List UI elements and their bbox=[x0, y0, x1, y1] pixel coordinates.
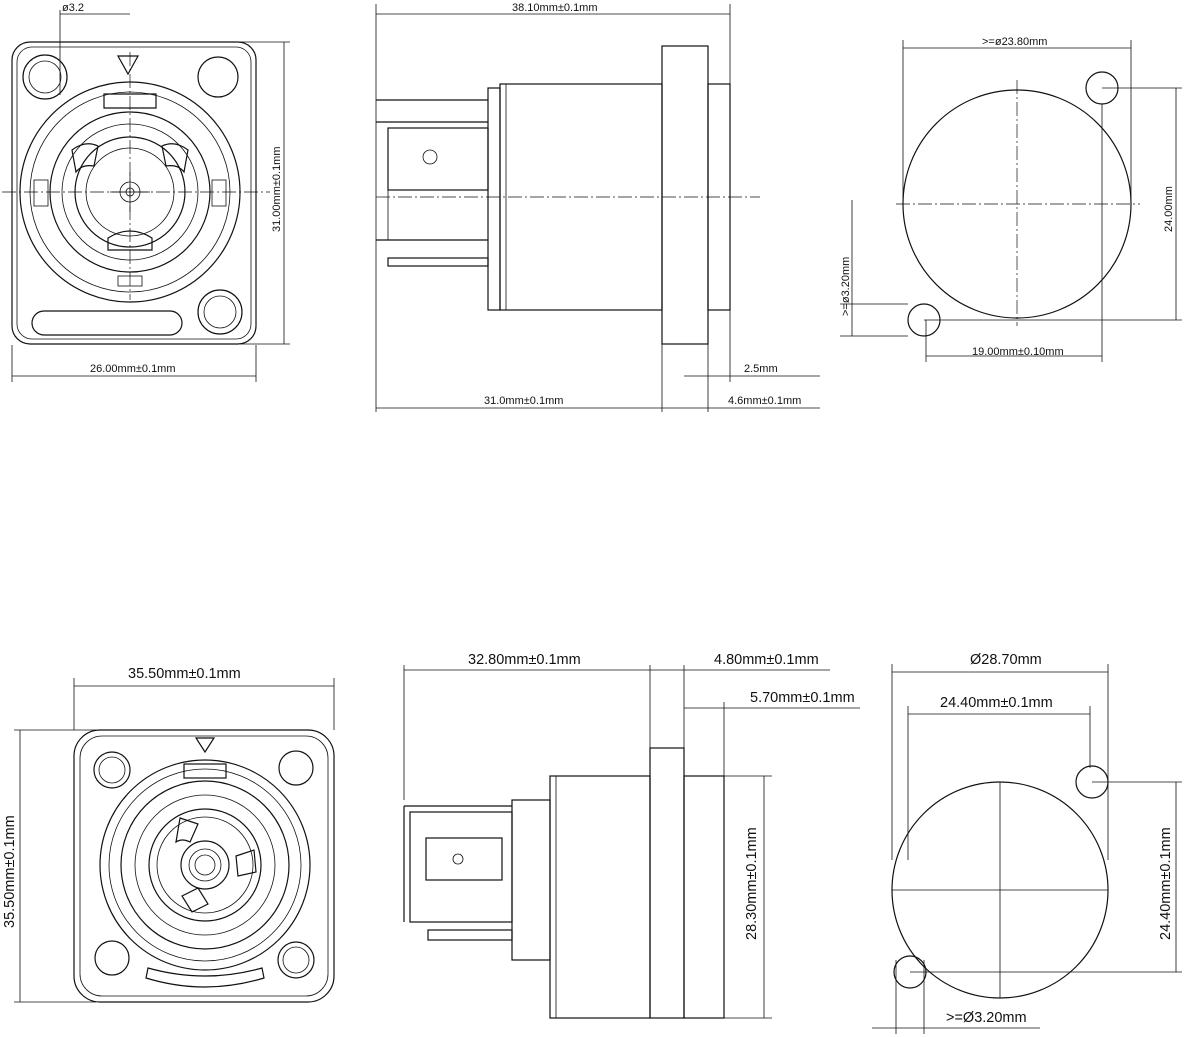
set2-front-dims bbox=[14, 678, 335, 1003]
set1-side-body-length-label: 31.0mm±0.1mm bbox=[484, 395, 563, 407]
set1-front-width-label: 26.00mm±0.1mm bbox=[90, 363, 176, 375]
set1-side-protrusion-label: 2.5mm bbox=[744, 363, 778, 375]
set1-side-flange-label: 4.6mm±0.1mm bbox=[728, 395, 801, 407]
set2-side-front-depth-label: 5.70mm±0.1mm bbox=[750, 690, 855, 706]
set1-cutout-spacing-label: 19.00mm±0.10mm bbox=[972, 346, 1064, 358]
mounting-hole-top-right bbox=[278, 750, 314, 786]
mounting-hole-top-left bbox=[93, 751, 131, 789]
set2-side-view bbox=[403, 665, 860, 1019]
set1-cutout-height-label: 24.00mm bbox=[1163, 186, 1175, 232]
mounting-hole-top-right bbox=[197, 56, 239, 98]
set2-front-height-label: 35.50mm±0.1mm bbox=[2, 815, 18, 928]
set1-front-hole-dia-label: ø3.2 bbox=[62, 2, 84, 14]
flange bbox=[661, 45, 709, 345]
set2-panel-cutout bbox=[872, 664, 1182, 1034]
mounting-hole-top-left bbox=[22, 54, 68, 100]
mounting-hole-bottom-left bbox=[94, 940, 130, 976]
orientation-triangle-icon bbox=[116, 55, 140, 76]
set2-front-view bbox=[73, 729, 335, 1003]
orientation-triangle-icon bbox=[194, 737, 216, 754]
set2-cutout-dia-label: Ø28.70mm bbox=[970, 652, 1042, 668]
set2-front-width-label: 35.50mm±0.1mm bbox=[128, 666, 241, 682]
set1-front-height-label: 31.00mm±0.1mm bbox=[271, 146, 283, 232]
set1-cutout-dia-label: >=ø23.80mm bbox=[982, 36, 1047, 48]
set1-cutout-hole-dia-label: >=ø3.20mm bbox=[840, 257, 852, 316]
mounting-hole-bottom-right bbox=[197, 289, 243, 335]
set2-side-body-dia-label: 28.30mm±0.1mm bbox=[744, 827, 760, 940]
set1-side-view bbox=[375, 4, 820, 412]
set1-side-total-length-label: 38.10mm±0.1mm bbox=[512, 2, 598, 14]
housing-outer bbox=[99, 759, 311, 971]
flange bbox=[649, 747, 685, 1019]
set2-cutout-spacing-v-label: 24.40mm±0.1mm bbox=[1158, 827, 1174, 940]
set1-panel-cutout bbox=[840, 40, 1182, 362]
mounting-hole-bottom-right bbox=[277, 941, 315, 979]
set2-cutout-hole-dia-label: >=Ø3.20mm bbox=[946, 1010, 1027, 1026]
set2-side-body-length-label: 32.80mm±0.1mm bbox=[468, 652, 581, 668]
set2-cutout-spacing-h-label: 24.40mm±0.1mm bbox=[940, 695, 1053, 711]
label-slot bbox=[31, 310, 183, 336]
set1-front-view bbox=[2, 10, 290, 382]
set2-side-flange-label: 4.80mm±0.1mm bbox=[714, 652, 819, 668]
label-slot bbox=[145, 967, 265, 988]
